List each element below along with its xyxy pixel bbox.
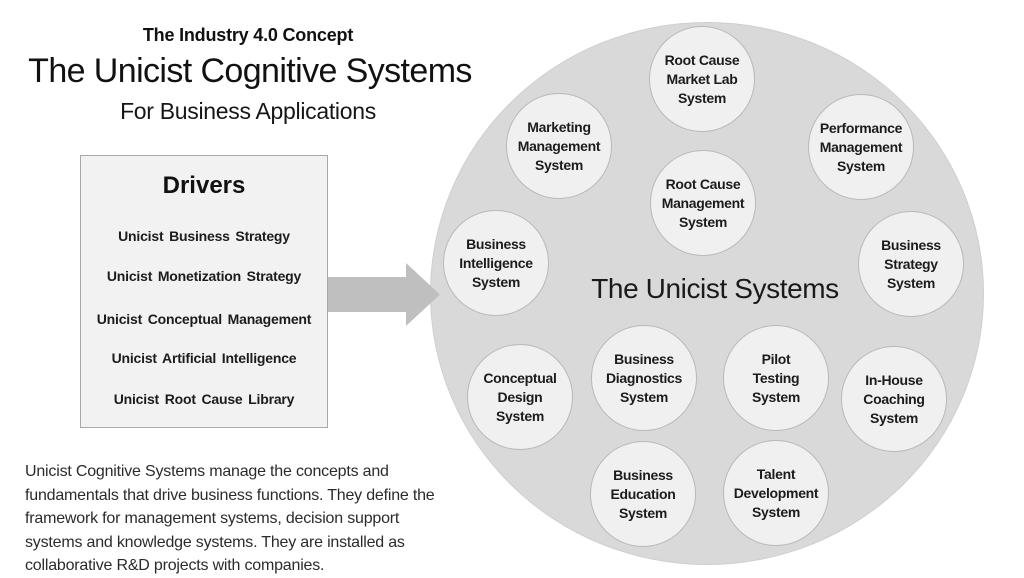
node-talent-development-system: Talent Development System <box>723 440 829 546</box>
subtitle: For Business Applications <box>120 98 376 124</box>
drivers-box: Drivers Unicist Business Strategy Unicis… <box>80 155 328 428</box>
node-in-house-coaching-system: In-House Coaching System <box>841 346 947 452</box>
page-title: The Unicist Cognitive Systems <box>28 52 472 90</box>
node-pilot-testing-system: Pilot Testing System <box>723 325 829 431</box>
driver-item-monetization-strategy: Unicist Monetization Strategy <box>106 268 302 284</box>
node-marketing-management-system: Marketing Management System <box>506 93 612 199</box>
node-business-education-system: Business Education System <box>590 441 696 547</box>
node-root-cause-market-lab-system: Root Cause Market Lab System <box>649 26 755 132</box>
node-performance-management-system: Performance Management System <box>808 94 914 200</box>
kicker-text: The Industry 4.0 Concept <box>142 25 354 45</box>
node-conceptual-design-system: Conceptual Design System <box>467 344 573 450</box>
driver-item-conceptual-management: Unicist Conceptual Management <box>96 311 312 327</box>
node-root-cause-management-system: Root Cause Management System <box>650 150 756 256</box>
driver-item-artificial-intelligence: Unicist Artificial Intelligence <box>111 350 297 366</box>
drivers-heading: Drivers <box>162 172 246 199</box>
description-text: Unicist Cognitive Systems manage the con… <box>25 463 435 574</box>
right-arrow-icon <box>328 263 440 326</box>
systems-center-label: The Unicist Systems <box>591 273 839 304</box>
node-business-diagnostics-system: Business Diagnostics System <box>591 325 697 431</box>
node-business-intelligence-system: Business Intelligence System <box>443 210 549 316</box>
node-business-strategy-system: Business Strategy System <box>858 211 964 317</box>
driver-item-business-strategy: Unicist Business Strategy <box>118 228 290 244</box>
driver-item-root-cause-library: Unicist Root Cause Library <box>113 391 295 407</box>
